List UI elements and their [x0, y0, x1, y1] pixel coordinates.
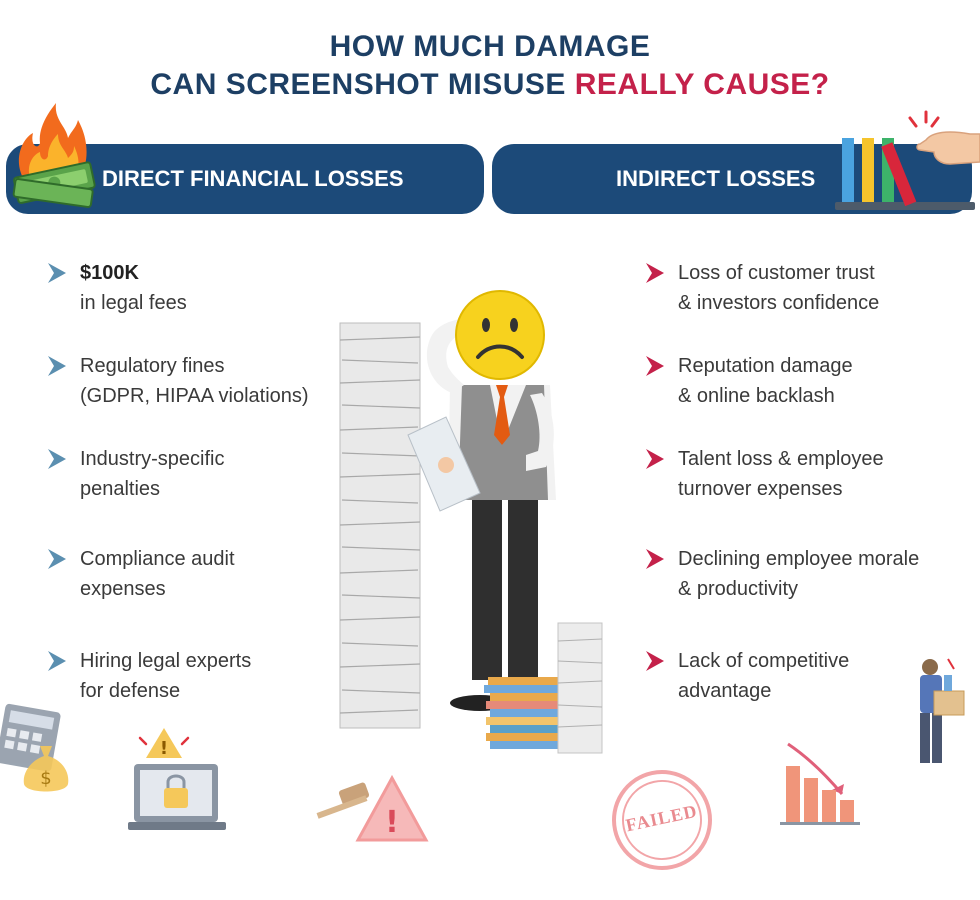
title-line-1: HOW MUCH DAMAGE	[329, 30, 651, 63]
small-paper-stack	[557, 622, 603, 754]
indirect-loss-4-line2: & productivity	[678, 578, 799, 600]
title-line-2-prefix: CAN SCREENSHOT MISUSE	[150, 68, 575, 101]
indirect-loss-2-line2: & online backlash	[678, 385, 835, 407]
direct-loss-item-3: Industry-specific penalties	[46, 444, 225, 504]
direct-loss-4-line2: expenses	[80, 578, 166, 600]
indirect-loss-3-line1: Talent loss & employee	[678, 448, 884, 470]
indirect-loss-item-3: Talent loss & employee turnover expenses	[644, 444, 884, 504]
sad-face-icon	[455, 290, 545, 380]
indirect-loss-5-line1: Lack of competitive	[678, 650, 850, 672]
svg-text:!: !	[385, 805, 399, 840]
chevron-right-icon	[48, 263, 66, 283]
indirect-loss-item-1: Loss of customer trust & investors confid…	[644, 258, 879, 318]
indirect-loss-5-line2: advantage	[678, 680, 772, 702]
calculator-money-bag-icon: $	[0, 703, 69, 792]
direct-losses-heading: DIRECT FINANCIAL LOSSES	[102, 166, 404, 191]
indirect-loss-4-line1: Declining employee morale	[678, 548, 920, 570]
direct-loss-2-line2: (GDPR, HIPAA violations)	[80, 385, 309, 407]
indirect-loss-item-2: Reputation damage & online backlash	[644, 351, 853, 411]
svg-text:$: $	[40, 768, 51, 789]
indirect-loss-item-5: Lack of competitive advantage	[644, 646, 849, 706]
direct-loss-3-line2: penalties	[80, 478, 161, 500]
laptop-lock-warning-icon: !	[128, 728, 226, 830]
stressed-businessman-illustration	[339, 290, 603, 754]
chevron-right-icon	[48, 651, 66, 671]
direct-loss-item-1: $100K in legal fees	[46, 258, 187, 318]
svg-text:!: !	[160, 738, 168, 759]
direct-loss-item-2: Regulatory fines (GDPR, HIPAA violations)	[46, 351, 309, 411]
chevron-right-icon	[48, 549, 66, 569]
indirect-loss-1-line1: Loss of customer trust	[678, 262, 875, 284]
books-pointing-hand-icon	[835, 110, 980, 210]
chevron-right-icon	[646, 651, 664, 671]
declining-bar-chart-icon	[780, 742, 860, 825]
indirect-loss-1-line2: & investors confidence	[678, 292, 880, 314]
page-title: HOW MUCH DAMAGE CAN SCREENSHOT MISUSE RE…	[0, 28, 980, 104]
chevron-right-icon	[646, 549, 664, 569]
burning-money-icon	[12, 103, 96, 208]
indirect-loss-3-line2: turnover expenses	[678, 478, 843, 500]
gavel-warning-icon: !	[316, 774, 429, 842]
employee-leaving-box-icon	[920, 658, 965, 763]
direct-loss-2-line1: Regulatory fines	[80, 355, 225, 377]
chevron-right-icon	[48, 356, 66, 376]
direct-loss-5-line1: Hiring legal experts	[80, 650, 252, 672]
chevron-right-icon	[646, 449, 664, 469]
direct-loss-4-line1: Compliance audit	[80, 548, 235, 570]
title-line-2: CAN SCREENSHOT MISUSE REALLY CAUSE?	[0, 66, 980, 104]
title-accent: REALLY CAUSE?	[574, 68, 830, 101]
direct-loss-item-5: Hiring legal experts for defense	[46, 646, 251, 706]
direct-loss-item-4: Compliance audit expenses	[46, 544, 235, 604]
direct-loss-5-line2: for defense	[80, 680, 181, 702]
folder-stack	[484, 677, 562, 749]
direct-loss-3-line1: Industry-specific	[80, 448, 225, 470]
failed-stamp-icon: FAILED	[602, 760, 722, 880]
chevron-right-icon	[48, 449, 66, 469]
indirect-loss-2-line1: Reputation damage	[678, 355, 853, 377]
chevron-right-icon	[646, 263, 664, 283]
indirect-loss-item-4: Declining employee morale & productivity	[644, 544, 919, 604]
paper-stack	[339, 322, 421, 729]
direct-loss-1-line2: in legal fees	[80, 292, 187, 314]
direct-loss-1-bold: $100K	[80, 262, 139, 284]
indirect-losses-heading: INDIRECT LOSSES	[616, 166, 816, 191]
chevron-right-icon	[646, 356, 664, 376]
